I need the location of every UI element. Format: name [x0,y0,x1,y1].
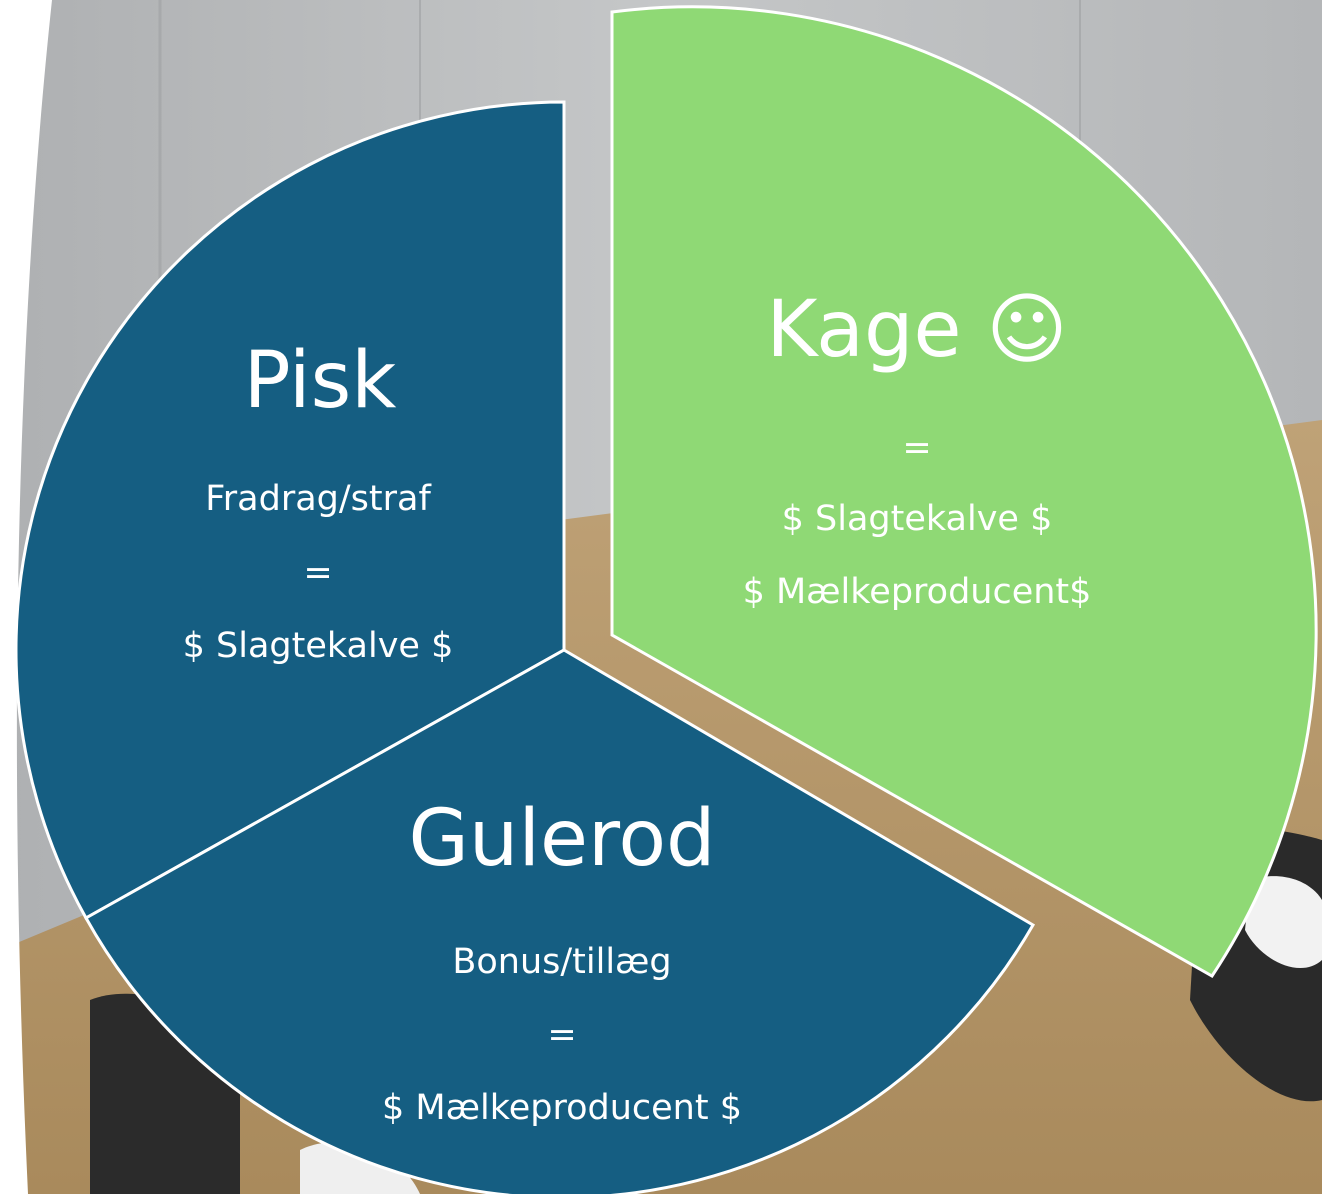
pisk-title: Pisk [244,336,397,426]
gulerod-title: Gulerod [408,794,715,884]
gulerod-line-2: = [547,1015,576,1055]
gulerod-line-1: Bonus/tillæg [452,942,671,982]
gulerod-line-3: $ Mælkeproducent $ [382,1088,742,1128]
segment-kage [610,5,1318,978]
kage-line-2: $ Slagtekalve $ [782,499,1053,539]
segment-gulerod [83,648,1036,1194]
pisk-line-2: = [303,553,332,593]
kage-line-1: = [902,428,931,468]
kage-title: Kage ☺ [766,285,1067,375]
segment-pisk [14,100,566,921]
pisk-line-1: Fradrag/straf [205,479,431,519]
pisk-line-3: $ Slagtekalve $ [183,626,454,666]
kage-line-3: $ Mælkeproducent$ [743,572,1092,612]
